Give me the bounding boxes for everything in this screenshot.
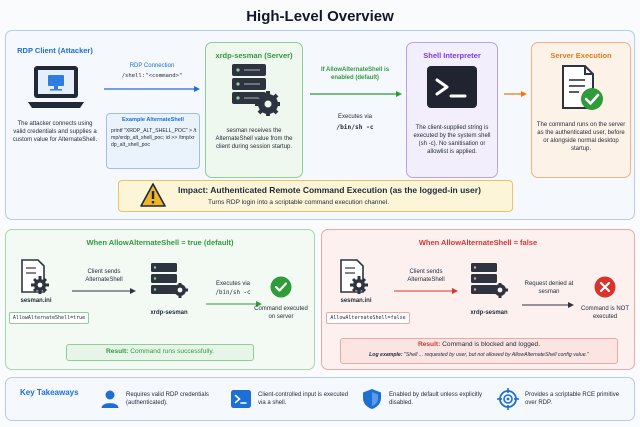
client-description: The attacker connects using valid creden… — [12, 121, 98, 143]
impact-subtext: Turns RDP login into a scriptable comman… — [208, 199, 390, 206]
scenario-false-title: When AllowAlternateShell = false — [418, 238, 538, 247]
config-gear-icon-false — [337, 258, 371, 294]
arrow-sesman-to-shell — [310, 90, 402, 98]
exec-command: /bin/sh -c — [336, 124, 374, 131]
example-code: printf "XRDP_ALT_SHELL_POC" > /tmp/xrdp_… — [111, 128, 197, 148]
left-client-sends: Client sends AlternateShell — [85, 269, 123, 283]
right-result-box — [340, 338, 618, 364]
right-sesman-label: xrdp-sesman — [470, 310, 508, 316]
scenario-true-title: When AllowAlternateShell = true (default… — [86, 238, 234, 247]
left-executes-via: Executes via — [215, 281, 251, 287]
success-check-icon — [270, 276, 292, 298]
left-exec-command: /bin/sh -c — [215, 290, 251, 296]
left-result-text: Command runs successfully. — [130, 348, 214, 355]
left-outcome: Command executed on server — [254, 306, 308, 320]
config-gear-icon — [18, 258, 52, 294]
right-ini-label: sesman.ini — [340, 298, 372, 304]
left-arrow-1 — [72, 287, 136, 295]
right-result-row: Result: Command is blocked and logged. — [340, 341, 618, 348]
right-log-row: Log example: "Shell ... requested by use… — [340, 352, 618, 358]
takeaway-2: Client-controlled input is executed via … — [258, 392, 349, 406]
warning-icon — [140, 183, 166, 207]
user-icon — [100, 389, 120, 409]
right-log-label: Log example: — [369, 352, 403, 358]
crosshair-icon — [497, 388, 519, 410]
takeaway-4: Provides a scriptable RCE primitive over… — [525, 392, 620, 406]
laptop-icon — [28, 64, 84, 112]
sesman-description: sesman receives the AlternateShell value… — [215, 128, 293, 150]
server-execution-panel — [531, 42, 631, 178]
arrow-client-to-sesman — [104, 85, 200, 93]
impact-box — [118, 180, 513, 212]
right-ini-value: AllowAlternateShell=false — [326, 312, 410, 324]
right-server-icon — [470, 262, 508, 298]
right-client-sends: Client sends AlternateShell — [407, 269, 445, 283]
takeaway-1: Requires valid RDP credentials (authenti… — [126, 392, 209, 406]
sesman-title: xrdp-sesman (Server) — [215, 51, 293, 60]
left-ini-value: AllowAlternateShell=true — [9, 312, 89, 324]
shell-description: The client-supplied string is executed b… — [413, 125, 491, 155]
left-sesman-label: xrdp-sesman — [150, 310, 188, 316]
example-title: Example AlternateShell — [122, 117, 184, 123]
document-check-icon — [561, 64, 605, 112]
left-result-box — [66, 344, 254, 361]
example-box — [106, 113, 200, 169]
arrow-shell-to-execution — [504, 90, 528, 98]
page-title: High-Level Overview — [246, 8, 394, 25]
rdp-connection-value: /shell:"<command>" — [121, 73, 183, 79]
exec-label: Executes via — [337, 114, 373, 120]
shell-panel — [406, 42, 498, 178]
server-execution-description: The command runs on the server as the au… — [536, 122, 626, 152]
impact-headline-row: Impact: Authenticated Remote Command Exe… — [178, 185, 508, 195]
left-result-row: Result: Command runs successfully. — [66, 348, 254, 355]
left-result-label: Result: — [106, 348, 129, 355]
impact-headline: Authenticated Remote Command Execution (… — [210, 185, 481, 195]
takeaway-3: Enabled by default unless explicitly dis… — [389, 392, 483, 406]
right-arrow-1 — [394, 287, 458, 295]
blocked-x-icon — [594, 276, 616, 298]
server-gear-icon — [230, 62, 280, 116]
takeaways-title: Key Takeaways — [20, 388, 79, 397]
right-outcome: Command is NOT executed — [580, 306, 629, 320]
left-ini-label: sesman.ini — [20, 298, 52, 304]
terminal-icon — [427, 66, 477, 108]
right-arrow-2 — [522, 301, 574, 309]
right-denied-label: Request denied at sesman — [524, 281, 574, 295]
client-title: RDP Client (Attacker) — [17, 46, 93, 55]
left-arrow-2 — [206, 300, 262, 308]
rdp-connection-label: RDP Connection — [129, 63, 175, 69]
right-result-label: Result: — [417, 341, 441, 348]
right-log-text: "Shell ... requested by user, but not al… — [404, 352, 589, 358]
impact-label: Impact: — [178, 185, 209, 195]
left-server-icon — [150, 262, 188, 298]
shell-title: Shell Interpreter — [423, 51, 481, 60]
shield-icon — [362, 388, 382, 410]
condition-label: If AllowAlternateShell is enabled (defau… — [320, 67, 390, 81]
server-execution-title: Server Execution — [550, 51, 612, 60]
terminal-icon-small — [231, 390, 251, 408]
right-result-text: Command is blocked and logged. — [442, 341, 541, 348]
